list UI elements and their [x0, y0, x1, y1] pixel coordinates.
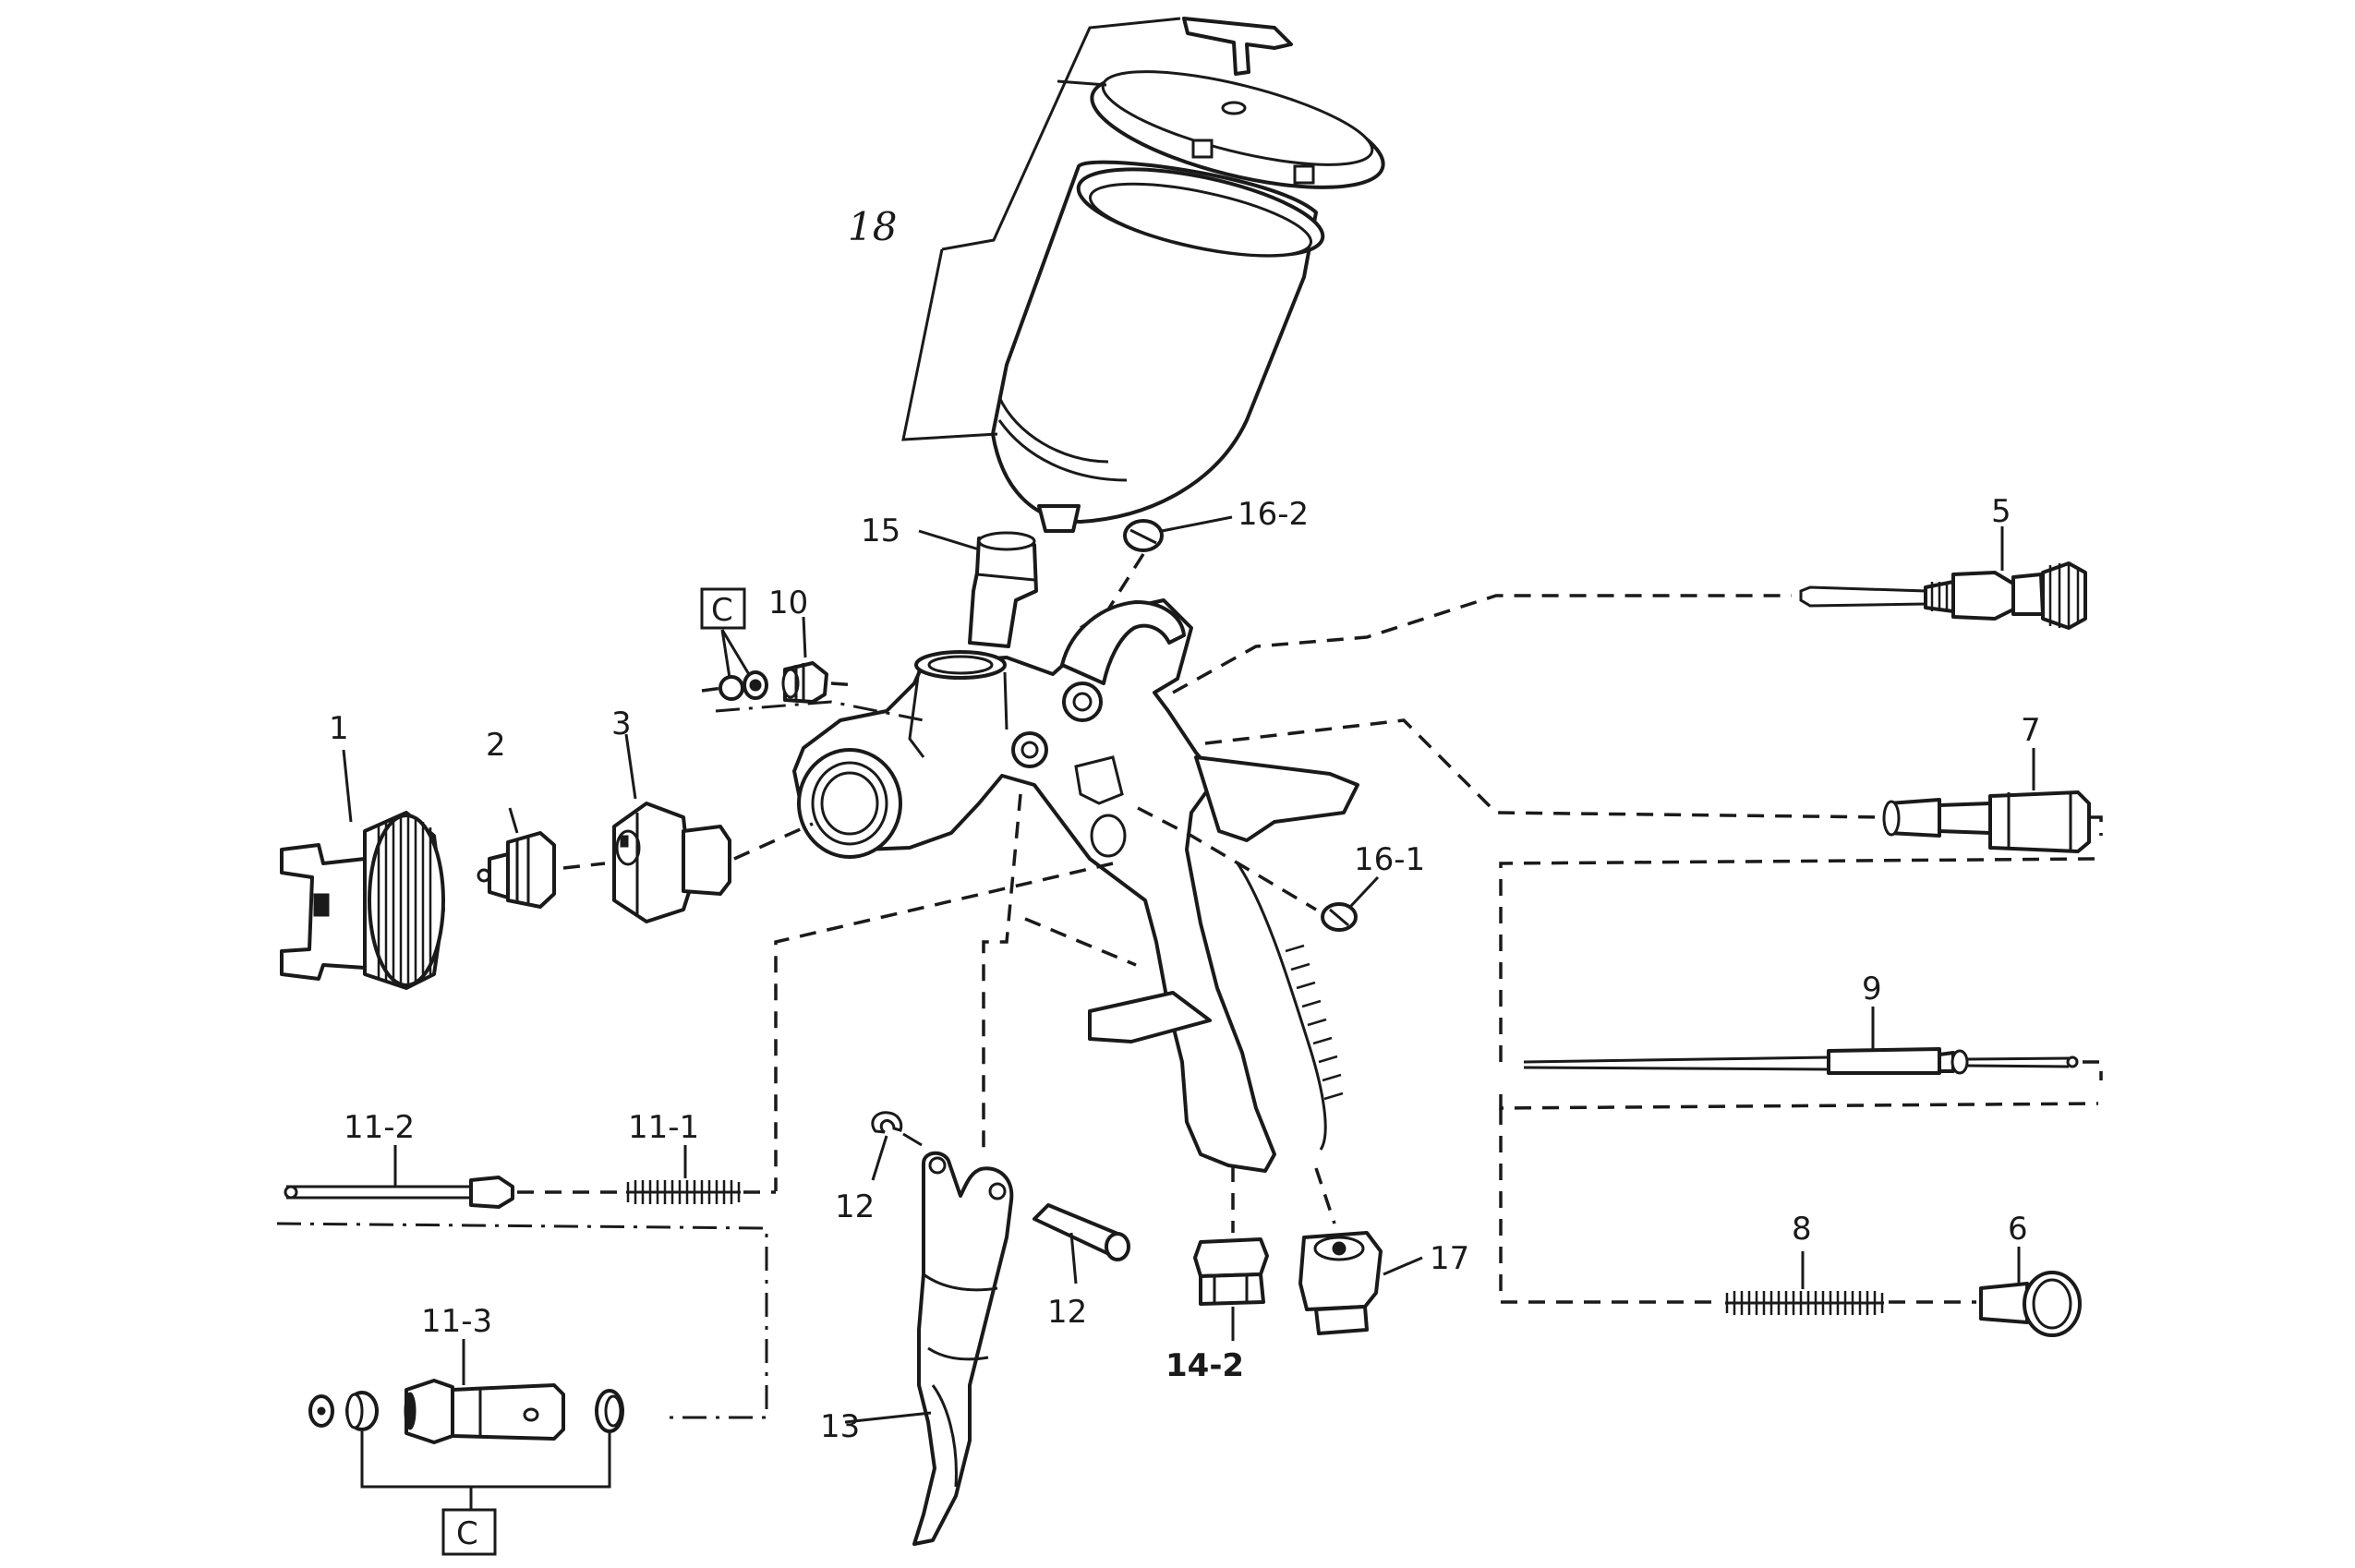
air-ring-3: 3: [611, 706, 814, 923]
air-cap-1: 1: [280, 710, 445, 990]
label-6: 6: [2008, 1211, 2028, 1248]
label-18: 18: [848, 204, 897, 249]
c-box-top: [700, 587, 746, 630]
air-plug-14-2: 14-2: [1165, 1165, 1269, 1384]
c-box-bottom: [441, 1508, 497, 1556]
label-7: 7: [2021, 712, 2041, 749]
label-c-top: C: [711, 592, 733, 629]
needle-9: 9: [1499, 857, 2103, 1110]
label-c-bottom: C: [456, 1515, 478, 1552]
label-16-1: 16-1: [1354, 841, 1425, 878]
fluid-nozzle-2: 2: [477, 727, 606, 909]
shaft-11-2-spring-11-1: 11-2 11-1: [276, 862, 1114, 1419]
label-17: 17: [1430, 1240, 1469, 1277]
label-9: 9: [1862, 971, 1882, 1007]
piston-housing-11-3: 11-3 C: [308, 1303, 624, 1556]
label-14-2: 14-2: [1165, 1347, 1244, 1384]
label-8: 8: [1792, 1211, 1812, 1248]
paint-cup-assembly: 18: [848, 17, 1385, 533]
label-15: 15: [861, 513, 900, 549]
label-5: 5: [1991, 493, 2011, 530]
label-11-3: 11-3: [421, 1303, 492, 1340]
label-13: 13: [820, 1408, 860, 1445]
spring-8-knob-6: 8 6: [1499, 1108, 2082, 1337]
plug-16-1: 16-1: [1137, 806, 1425, 932]
label-12-a: 12: [835, 1188, 875, 1225]
fluid-adjust-5: 5: [1172, 493, 2087, 694]
clip-and-pin-12: 12 12: [835, 1111, 1130, 1331]
seal-kit-10: C 10: [700, 585, 924, 722]
label-10: 10: [768, 585, 808, 621]
label-16-2: 16-2: [1238, 496, 1309, 533]
trigger-13: 13: [820, 793, 1137, 1546]
cup-connector-15: 15: [861, 513, 1038, 648]
label-11-1: 11-1: [628, 1109, 699, 1146]
label-2: 2: [486, 727, 506, 764]
label-3: 3: [611, 706, 632, 742]
air-inlet-17: 17: [1298, 1167, 1469, 1335]
label-12-b: 12: [1047, 1294, 1087, 1331]
label-11-2: 11-2: [344, 1109, 415, 1146]
air-valve-7: 7: [1204, 712, 2103, 853]
gun-body: [792, 598, 1359, 1173]
label-1: 1: [329, 710, 349, 747]
plug-16-2: 16-2: [1080, 496, 1309, 630]
